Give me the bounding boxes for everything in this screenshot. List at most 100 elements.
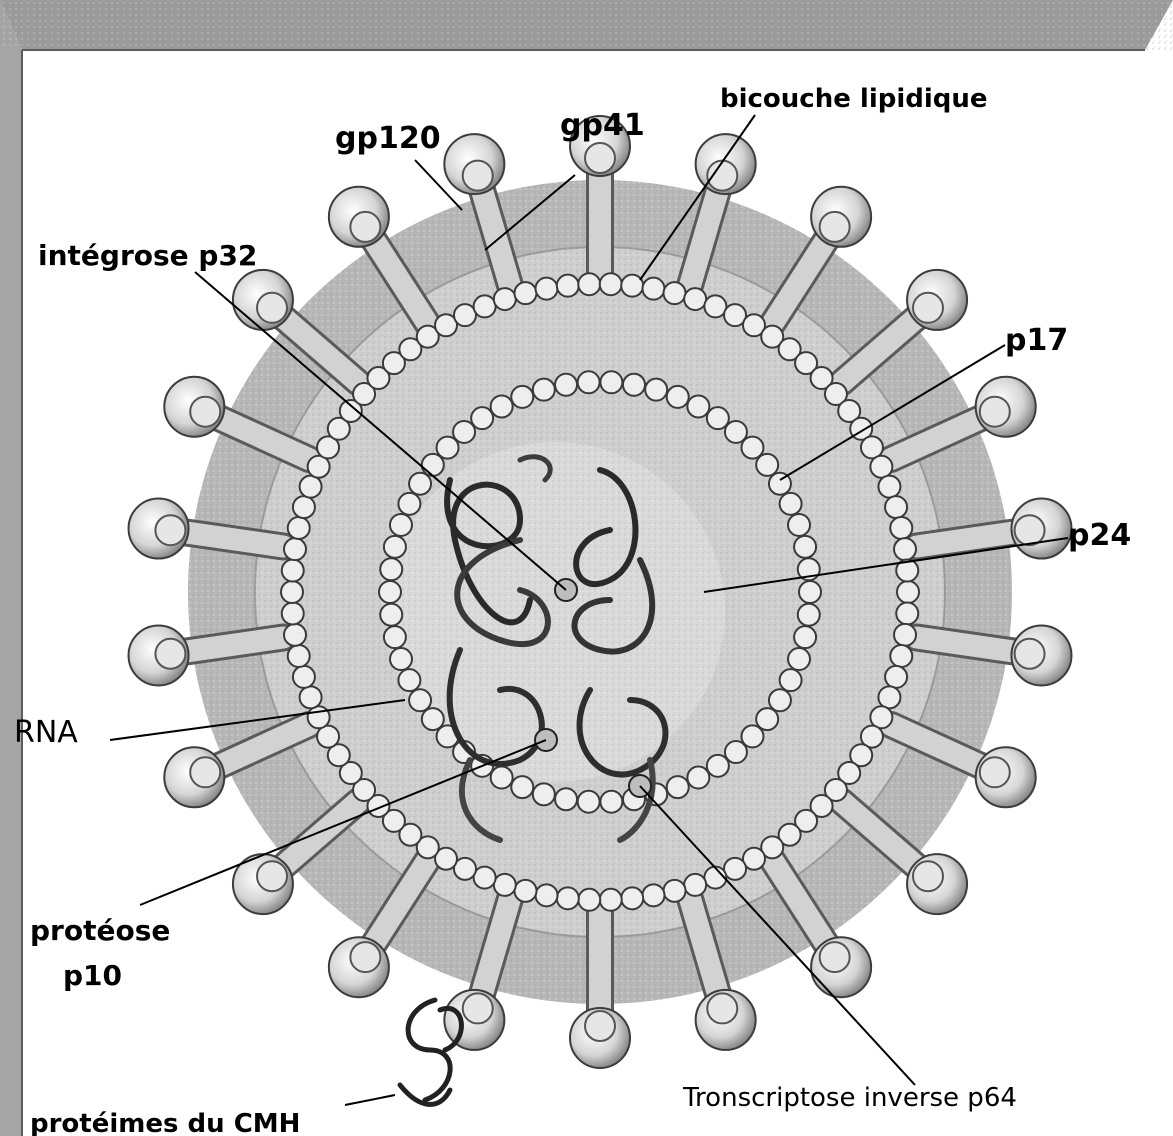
bead xyxy=(885,496,907,518)
bead xyxy=(555,374,577,396)
bead xyxy=(645,379,667,401)
bead xyxy=(398,493,420,515)
label-reverse-transcriptase: Tronscriptose inverse p64 xyxy=(682,1083,1017,1113)
bead xyxy=(664,880,686,902)
spike-knob-inner xyxy=(155,639,185,669)
bead xyxy=(288,517,310,539)
spike-knob-inner xyxy=(257,293,287,323)
bead xyxy=(788,514,810,536)
spike-knob-inner xyxy=(463,993,493,1023)
spike-knob-inner xyxy=(980,757,1010,787)
bead xyxy=(494,874,516,896)
bead xyxy=(293,496,315,518)
bead xyxy=(453,421,475,443)
bead xyxy=(687,767,709,789)
bead xyxy=(600,371,622,393)
bead xyxy=(514,282,536,304)
bead xyxy=(894,538,916,560)
label-bicouche-lipidique: bicouche lipidique xyxy=(720,84,988,114)
bead xyxy=(642,884,664,906)
spike-knob-inner xyxy=(1015,515,1045,545)
bead xyxy=(282,602,304,624)
bead xyxy=(491,767,513,789)
bead xyxy=(422,708,444,730)
bead xyxy=(536,884,558,906)
bead xyxy=(707,407,729,429)
label-p17: p17 xyxy=(1005,323,1068,358)
bead xyxy=(798,604,820,626)
bead xyxy=(897,581,919,603)
bead xyxy=(799,581,821,603)
bead xyxy=(684,874,706,896)
bead xyxy=(642,278,664,300)
bead xyxy=(533,379,555,401)
spike-knob-inner xyxy=(350,942,380,972)
bead xyxy=(600,889,622,911)
spike-knob-inner xyxy=(585,143,615,173)
spike-knob-inner xyxy=(820,212,850,242)
bead xyxy=(664,282,686,304)
bead xyxy=(707,755,729,777)
bead xyxy=(511,776,533,798)
bead xyxy=(300,476,322,498)
spike-knob-inner xyxy=(707,993,737,1023)
bead xyxy=(896,602,918,624)
label-rna: RNA xyxy=(14,715,78,750)
spike-knob-inner xyxy=(820,942,850,972)
spike-knob-inner xyxy=(585,1011,615,1041)
bead xyxy=(474,295,496,317)
bead xyxy=(281,581,303,603)
spike-knob-inner xyxy=(980,397,1010,427)
label-integrase: intégrose p32 xyxy=(38,239,257,272)
bead xyxy=(794,536,816,558)
bead xyxy=(687,395,709,417)
bead xyxy=(578,273,600,295)
bead xyxy=(379,581,401,603)
bead xyxy=(555,788,577,810)
bead xyxy=(725,741,747,763)
bead xyxy=(494,288,516,310)
bead xyxy=(621,275,643,297)
bead xyxy=(409,689,431,711)
bead xyxy=(794,626,816,648)
virion xyxy=(188,180,1012,1004)
bead xyxy=(870,456,892,478)
bead xyxy=(293,666,315,688)
bead xyxy=(471,407,493,429)
bead xyxy=(282,560,304,582)
label-gp41: gp41 xyxy=(560,108,645,143)
bead xyxy=(398,669,420,691)
bead xyxy=(769,689,791,711)
spike-knob-inner xyxy=(190,397,220,427)
label-protease: protéose xyxy=(30,914,170,947)
bead xyxy=(756,454,778,476)
spike-knob-inner xyxy=(350,212,380,242)
bead xyxy=(780,493,802,515)
bead xyxy=(511,386,533,408)
bead xyxy=(684,288,706,310)
bead xyxy=(308,706,330,728)
bead xyxy=(514,880,536,902)
bead xyxy=(578,791,600,813)
bead xyxy=(621,887,643,909)
bead xyxy=(667,386,689,408)
spike-knob-inner xyxy=(913,861,943,891)
spike-knob-inner xyxy=(257,861,287,891)
bead xyxy=(557,275,579,297)
bead xyxy=(384,536,406,558)
bead xyxy=(894,624,916,646)
label-gp120: gp120 xyxy=(335,121,441,156)
spike-knob-inner xyxy=(155,515,185,545)
bead xyxy=(380,604,402,626)
bead xyxy=(600,273,622,295)
bead xyxy=(380,558,402,580)
bead xyxy=(578,889,600,911)
bead xyxy=(536,278,558,300)
bead xyxy=(878,686,900,708)
bead xyxy=(578,371,600,393)
bead xyxy=(788,648,810,670)
label-mhc-proteins: protéimes du CMH xyxy=(30,1109,300,1136)
bead xyxy=(890,517,912,539)
bead xyxy=(284,624,306,646)
